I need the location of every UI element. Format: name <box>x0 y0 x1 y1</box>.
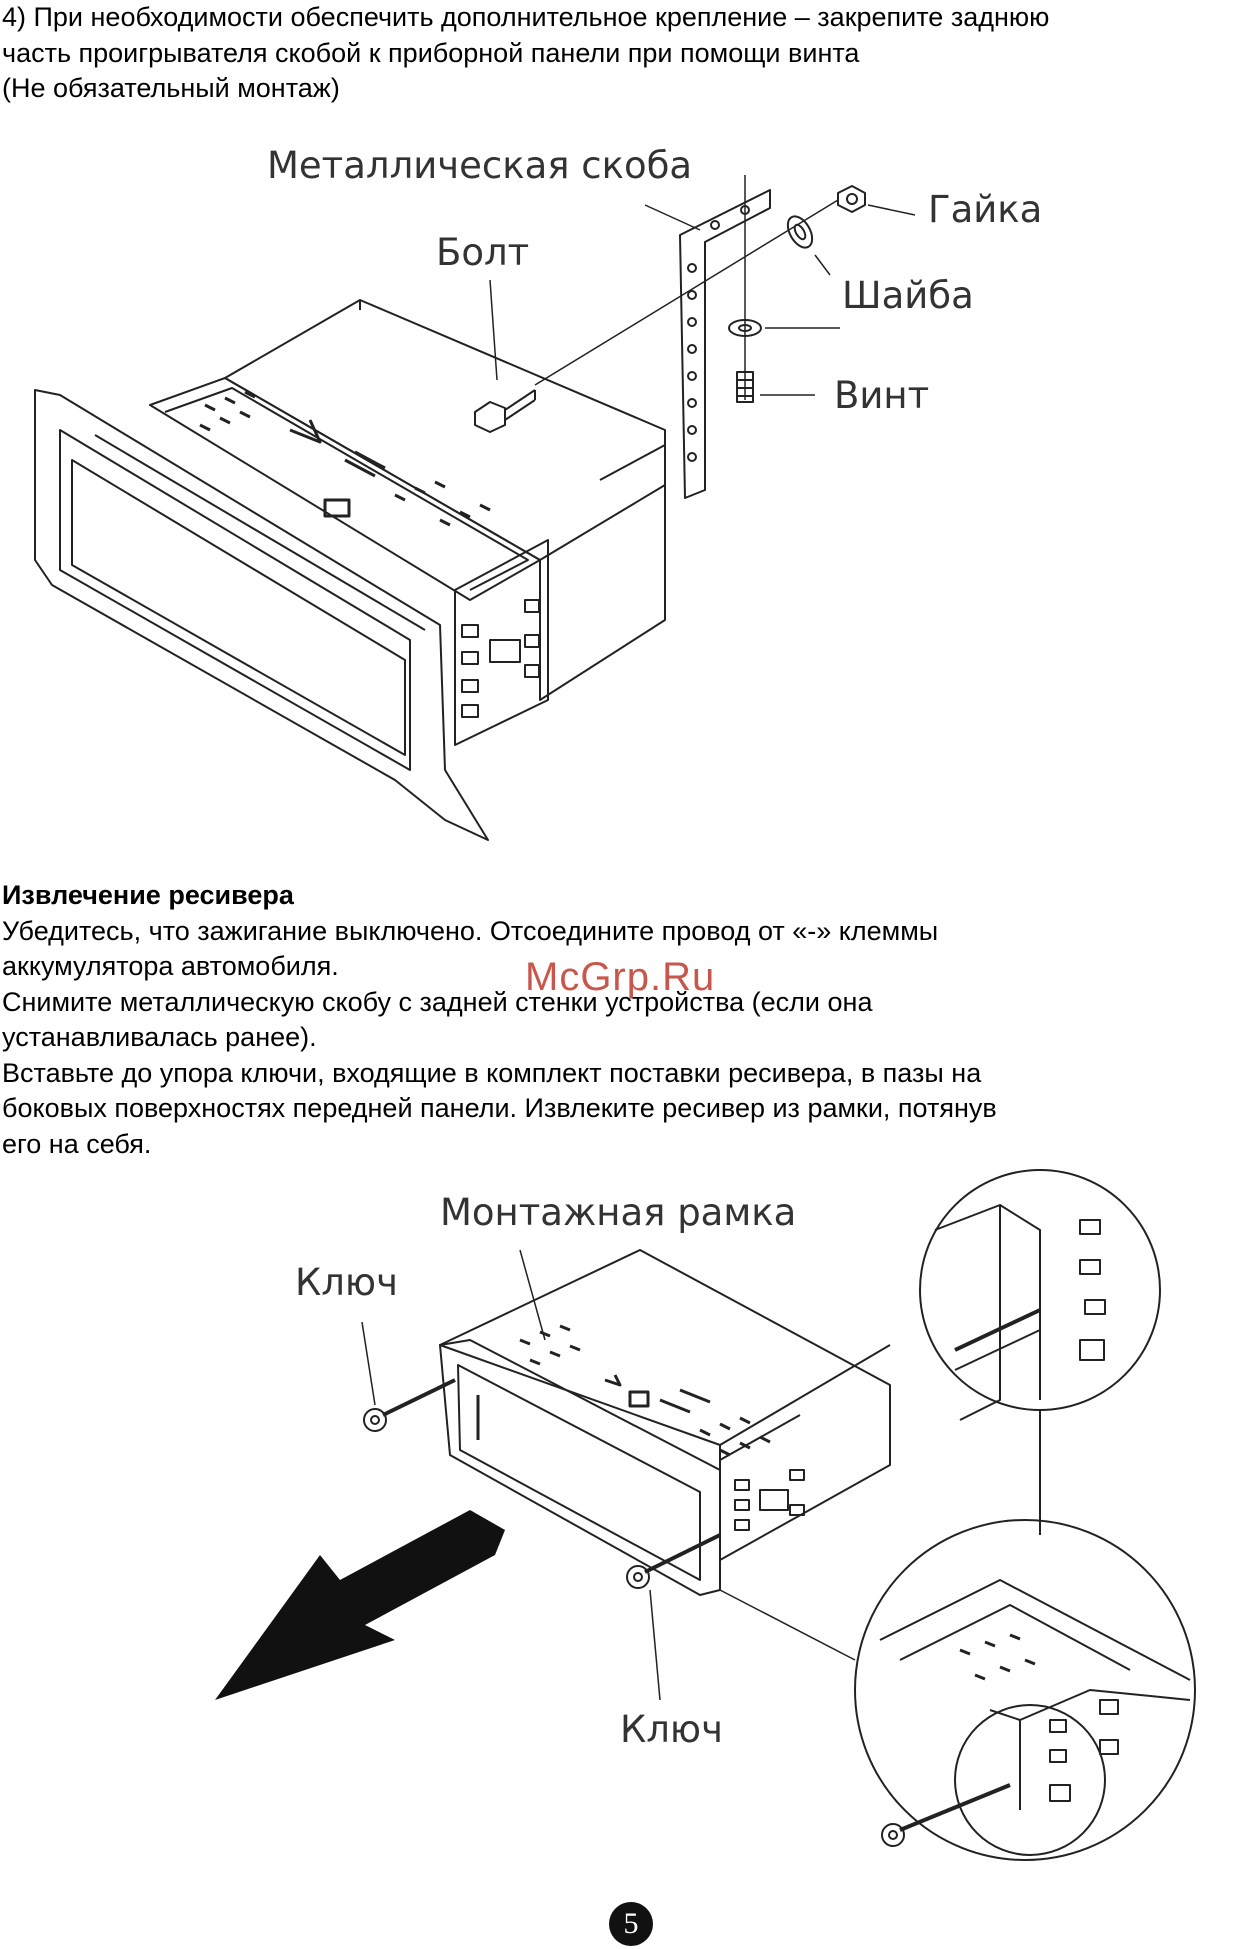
bolt <box>474 401 506 433</box>
metal-bracket <box>679 189 771 499</box>
removal-line-2: аккумулятора автомобиля. <box>2 951 339 981</box>
trim-frame <box>34 389 489 841</box>
removal-line-1: Убедитесь, что зажигание выключено. Отсо… <box>2 915 939 946</box>
label-washer: Шайба <box>842 274 974 317</box>
watermark: McGrp.Ru <box>525 955 716 999</box>
page-number: 5 <box>609 1902 653 1946</box>
label-key-top: Ключ <box>295 1261 398 1304</box>
key-detail <box>899 1783 1011 1832</box>
removal-line-3: Снимите металлическую скобу с задней сте… <box>2 986 873 1017</box>
detail-circle-bottom <box>854 1519 1196 1861</box>
detail-circle-top <box>919 1169 1161 1411</box>
key-top <box>382 1378 456 1417</box>
label-screw: Винт <box>834 374 929 417</box>
key-bottom <box>644 1533 721 1574</box>
removal-line-6: боковых поверхностях передней панели. Из… <box>2 1093 997 1123</box>
removal-line-4: устанавливалась ранее). <box>2 1022 317 1052</box>
step4-line-2: часть проигрывателя скобой к приборной п… <box>2 37 860 68</box>
removal-section: Извлечение ресивера Убедитесь, что зажиг… <box>2 878 997 1162</box>
removal-heading: Извлечение ресивера <box>2 880 294 910</box>
step4-line-3: (Не обязательный монтаж) <box>2 73 340 103</box>
step4-text: 4) При необходимости обеспечить дополнит… <box>2 0 1049 107</box>
label-key-bottom: Ключ <box>620 1708 723 1751</box>
removal-line-7: его на себя. <box>2 1128 152 1159</box>
receiver-body <box>224 299 666 701</box>
label-mounting-frame: Монтажная рамка <box>440 1191 796 1234</box>
figure-bracket-mounting: Металлическая скоба Болт Гайка Шайба Вин… <box>34 144 1042 841</box>
washer <box>786 215 814 249</box>
removal-line-5: Вставьте до упора ключи, входящие в комп… <box>2 1057 982 1088</box>
label-bolt: Болт <box>436 231 529 274</box>
mounting-frame <box>439 1339 721 1596</box>
pull-direction-arrow <box>215 1510 505 1700</box>
step4-line-1: 4) При необходимости обеспечить дополнит… <box>2 2 1050 32</box>
label-nut: Гайка <box>928 188 1042 231</box>
nut <box>837 185 866 213</box>
label-metal-bracket: Металлическая скоба <box>267 144 692 187</box>
